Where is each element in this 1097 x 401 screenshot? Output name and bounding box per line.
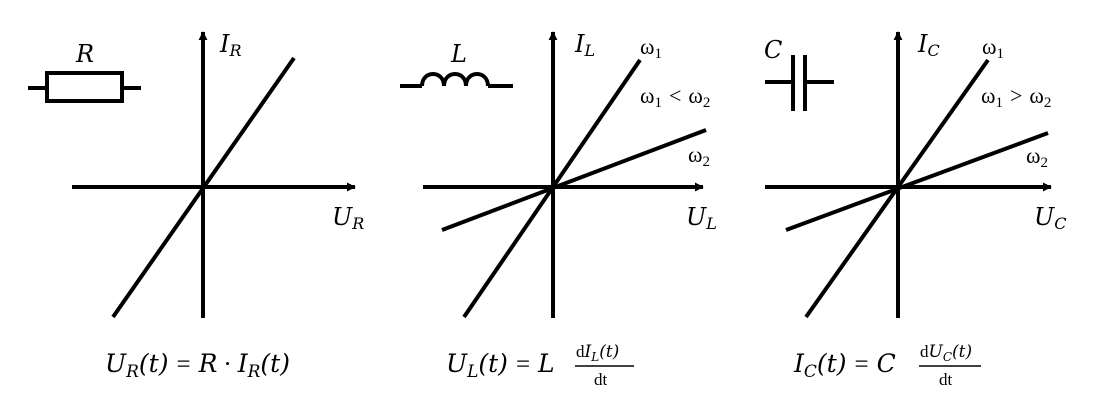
capacitor-formula-denominator: dt: [939, 370, 953, 389]
capacitor-omega1-label: ω1: [982, 34, 1004, 62]
svg-text:UL(t)=L: UL(t)=L: [446, 349, 555, 382]
inductor-formula-denominator: dt: [594, 370, 608, 389]
capacitor-y-axis-label: IC: [917, 30, 940, 60]
inductor-omega2-line: [441, 128, 707, 232]
resistor-label: R: [75, 40, 94, 68]
resistor-formula: UR(t)=R·IR(t): [105, 349, 290, 382]
inductor-omega2-label: ω2: [688, 142, 710, 170]
capacitor-condition: ω1>ω2: [981, 83, 1051, 111]
capacitor-formula-numerator: dUC(t): [920, 342, 972, 364]
capacitor-omega2-label: ω2: [1026, 143, 1048, 171]
inductor-panel: L IL UL ω1 ω2 ω1<ω2 UL(t)=L: [400, 30, 717, 389]
capacitor-panel: C IC UC ω1 ω2 ω1>ω2 IC(t)=C: [764, 30, 1066, 389]
resistor-x-axis-label: UR: [332, 203, 364, 233]
resistor-symbol: [28, 71, 141, 103]
resistor-y-axis-label: IR: [219, 30, 242, 60]
inductor-condition: ω1<ω2: [640, 83, 710, 111]
capacitor-label: C: [764, 36, 782, 64]
inductor-label: L: [450, 40, 467, 68]
inductor-omega1-label: ω1: [640, 34, 662, 62]
inductor-x-axis-label: UL: [686, 203, 717, 233]
inductor-y-axis-label: IL: [574, 30, 595, 60]
capacitor-formula: IC(t)=C dUC(t) dt: [793, 342, 981, 389]
capacitor-omega2-line: [785, 131, 1049, 232]
inductor-formula-numerator: dIL(t): [576, 342, 619, 364]
capacitor-x-axis-label: UC: [1034, 203, 1066, 233]
inductor-formula: UL(t)=L dIL(t) dt: [446, 342, 634, 389]
inductor-symbol: [400, 72, 513, 88]
capacitor-symbol: [765, 55, 834, 111]
resistor-panel: R IR UR UR(t)=R·IR(t): [28, 30, 364, 382]
svg-text:IC(t)=C: IC(t)=C: [793, 349, 896, 382]
resistor-iv-line: [111, 56, 296, 319]
